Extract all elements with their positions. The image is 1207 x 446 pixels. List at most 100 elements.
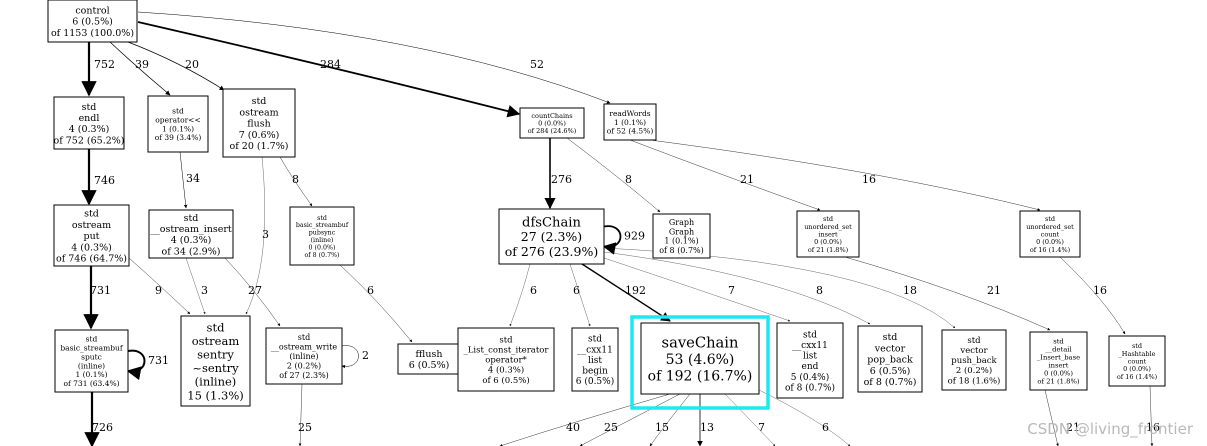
node-label: unordered_set <box>1026 223 1074 231</box>
edge-control-to-operator-lshift <box>109 41 171 96</box>
node-label: of 18 (1.6%) <box>948 375 1001 386</box>
edge-hashtable-count-to-offscreen <box>1149 385 1154 446</box>
edge-label: 52 <box>530 58 544 71</box>
node-label: std <box>967 336 981 346</box>
edge <box>509 263 531 327</box>
node-box <box>265 327 343 385</box>
node-label: saveChain <box>662 334 739 351</box>
edge <box>581 263 671 322</box>
node-ostream-write[interactable]: std__ostream_write(inline)2 (0.2%)of 27 … <box>265 327 343 385</box>
node-label: (inline) <box>78 361 105 370</box>
edge-dfsChain-to-list-end <box>603 257 791 322</box>
edge <box>109 41 171 96</box>
node-label: pubsync <box>309 230 336 237</box>
node-box <box>941 329 1007 391</box>
node-label: ostream <box>192 334 240 348</box>
node-label: of 8 (0.7%) <box>864 377 917 388</box>
node-label: std <box>883 332 898 343</box>
node-label: list <box>803 352 817 362</box>
edge-label: 20 <box>185 58 199 71</box>
node-label: 15 (1.3%) <box>187 388 243 402</box>
node-label: 7 (0.6%) <box>239 130 280 141</box>
node-label: 6 (0.5%) <box>72 17 113 28</box>
edge-label: 3 <box>201 284 208 297</box>
edge <box>224 257 281 327</box>
edge-label: 6 <box>367 284 374 297</box>
node-box <box>47 0 138 43</box>
edge-label: 6 <box>530 284 537 297</box>
edge <box>758 389 851 446</box>
edge <box>649 393 691 446</box>
node-label: 0 (0.0%) <box>1036 238 1064 246</box>
node-label: _List_const_iterator <box>464 346 550 356</box>
edge-label: 192 <box>625 284 646 297</box>
edge <box>339 264 413 343</box>
edge-operator-lshift-to-ostream-insert <box>179 151 188 209</box>
node-label: 4 (0.3%) <box>171 235 212 246</box>
node-label: (inline) <box>290 352 319 361</box>
node-label: std <box>317 215 327 222</box>
node-label: vector <box>874 343 906 354</box>
node-label: of 6 (0.5%) <box>482 375 529 386</box>
node-box <box>53 204 130 267</box>
node-box <box>457 327 555 392</box>
node-label: of 284 (24.6%) <box>528 127 577 135</box>
edge <box>844 256 1051 331</box>
edge <box>1149 385 1154 446</box>
node-label: std <box>1045 215 1055 223</box>
node-label: insert <box>1048 362 1068 370</box>
edge-label: 6 <box>573 284 580 297</box>
node-box <box>54 329 129 393</box>
edge-label: 16 <box>1093 284 1107 297</box>
node-label: std <box>172 107 184 116</box>
node-label: std <box>803 330 817 340</box>
edge <box>1044 389 1059 446</box>
node-label: ostream <box>72 220 111 231</box>
node-label: of 21 (1.8%) <box>1037 378 1079 386</box>
edge-label: 21 <box>740 173 754 186</box>
node-label: begin <box>582 367 608 377</box>
edge-insert-base-to-offscreen <box>1044 389 1059 446</box>
node-label: 1 (0.1%) <box>664 237 698 246</box>
node-label: 5 (0.4%) <box>791 372 829 383</box>
edge <box>279 156 313 207</box>
node-label: 0 (0.0%) <box>1123 365 1151 373</box>
edge <box>603 251 871 325</box>
node-box <box>571 327 619 392</box>
edge-label: 21 <box>1066 421 1080 434</box>
edge-dfsChain-to-list-begin <box>569 263 591 327</box>
edge-dfsChain-to-vector-pop-back <box>603 251 871 325</box>
highlight-frame <box>630 315 770 410</box>
node-label: vector <box>959 346 988 356</box>
node-label: 4 (0.3%) <box>69 124 110 135</box>
node-label: of 16 (1.4%) <box>1117 373 1158 381</box>
edge <box>126 349 146 381</box>
node-box <box>603 103 657 141</box>
node-label: count <box>1041 230 1060 238</box>
edge <box>1059 256 1126 335</box>
